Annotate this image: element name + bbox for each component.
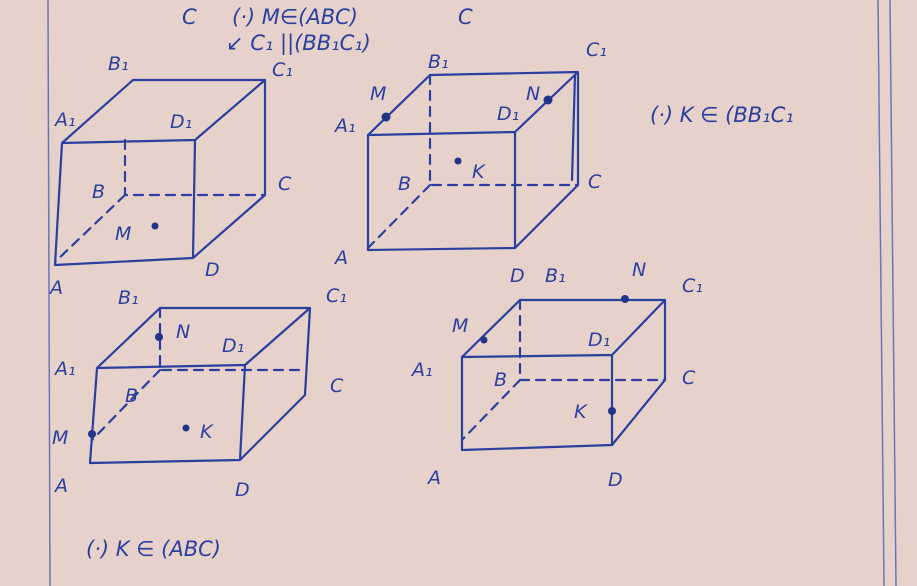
label-c: C [278, 173, 292, 195]
label-c: C [682, 367, 696, 389]
label-d: D [510, 265, 525, 287]
label-d1: D₁ [170, 111, 192, 133]
label-b: B [92, 181, 105, 203]
label-a: A [426, 467, 441, 489]
label-m: M [452, 315, 468, 337]
cube-4: B₁ C₁ A₁ D₁ B C D A M N K [410, 259, 703, 491]
label-c1: C₁ [682, 275, 703, 297]
right-margin-line [877, 0, 885, 586]
label-a: A [48, 277, 63, 299]
right-margin-line-2 [889, 0, 897, 586]
label-d1: D₁ [588, 329, 610, 351]
cube-1: B₁ C₁ A₁ D₁ B C D A M [48, 53, 293, 299]
label-b1: B₁ [108, 53, 129, 75]
label-a1: A₁ [410, 359, 433, 381]
label-c1: C₁ [326, 285, 347, 307]
label-b1: B₁ [118, 287, 139, 309]
label-d1: D₁ [497, 103, 519, 125]
label-a: A [53, 475, 68, 497]
label-c: C [330, 375, 344, 397]
label-b: B [494, 369, 507, 391]
label-a1: A₁ [53, 109, 76, 131]
label-b1: B₁ [545, 265, 566, 287]
note-c-left: C [182, 5, 197, 29]
label-n: N [526, 83, 540, 105]
label-k: K [472, 161, 486, 183]
label-b: B [125, 385, 138, 407]
label-k: K [200, 421, 214, 443]
cube-3: B₁ C₁ A₁ D₁ B C D A M N K [52, 285, 347, 501]
label-c: C [588, 171, 602, 193]
label-d1: D₁ [222, 335, 244, 357]
label-d: D [235, 479, 250, 501]
cube-2: B₁ C₁ A₁ D₁ B C D A M N K [333, 39, 607, 287]
label-m: M [52, 427, 68, 449]
left-margin-line [47, 0, 51, 586]
label-c1: C₁ [272, 59, 293, 81]
statement-k-in-abc: (·) K ∈ (ABC) [86, 537, 221, 561]
statement-k-in-bb1c1: (·) K ∈ (BB₁C₁ [650, 103, 794, 127]
note-c-mid: C [458, 5, 473, 29]
label-a: A [333, 247, 348, 269]
note-c1-parallel: ↙ C₁ ||(BB₁C₁) [226, 31, 371, 56]
label-c1: C₁ [586, 39, 607, 61]
label-m: M [370, 83, 386, 105]
label-n: N [632, 259, 646, 281]
label-b: B [398, 173, 411, 195]
label-n: N [176, 321, 190, 343]
statement-m-in-abc: (·) M∈(ABC) [232, 5, 358, 29]
label-a1: A₁ [333, 115, 356, 137]
label-m: M [115, 223, 131, 245]
label-d: D [608, 469, 623, 491]
label-d: D [205, 259, 220, 281]
label-b1: B₁ [428, 51, 449, 73]
label-a1: A₁ [53, 358, 76, 380]
label-k: K [574, 401, 588, 423]
